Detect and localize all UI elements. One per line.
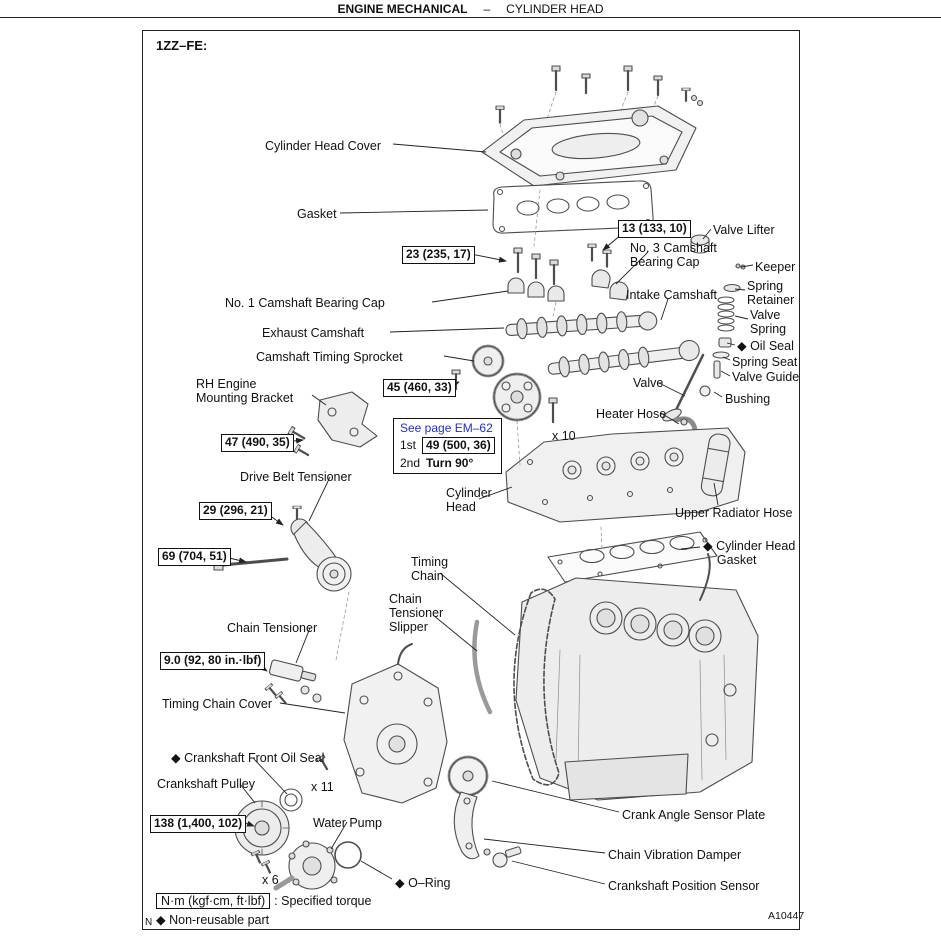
cover-bolts-art — [494, 64, 704, 124]
label-chain-tensioner-slipper: Chain Tensioner Slipper — [389, 592, 444, 634]
label-no3-camshaft-bearing-cap: No. 3 Camshaft Bearing Cap — [630, 241, 717, 269]
torque-chain-tensioner-bolt: 9.0 (92, 80 in.·lbf) — [160, 652, 266, 670]
label-no1-camshaft-bearing-cap: No. 1 Camshaft Bearing Cap — [225, 296, 385, 310]
second-step-label: 2nd — [400, 455, 421, 470]
timing-chain-cover-art — [343, 643, 448, 804]
header-rule — [0, 17, 941, 18]
second-step-torque: Turn 90° — [426, 455, 474, 470]
label-x6: x 6 — [262, 873, 279, 887]
label-upper-radiator-hose: Upper Radiator Hose — [675, 506, 793, 520]
label-timing-chain: Timing Chain — [411, 555, 449, 583]
first-step-torque: 49 (500, 36) — [422, 437, 495, 454]
label-chain-tensioner: Chain Tensioner — [227, 621, 318, 635]
label-cylinder-head: Cylinder Head — [446, 486, 492, 514]
see-page-link[interactable]: See page EM–62 — [400, 421, 493, 435]
label-camshaft-timing-sprocket: Camshaft Timing Sprocket — [256, 350, 403, 364]
label-exhaust-camshaft: Exhaust Camshaft — [262, 326, 365, 340]
torque-camshaft-bearing-cap-bolt: 23 (235, 17) — [402, 246, 475, 264]
header-separator: – — [483, 2, 491, 16]
cylinder-head-cover-art — [481, 105, 697, 187]
label-drive-belt-tensioner: Drive Belt Tensioner — [240, 470, 352, 484]
exhaust-camshaft-art — [505, 311, 658, 340]
cover-gasket-art — [492, 180, 654, 234]
label-heater-hose: Heater Hose — [596, 407, 667, 421]
nonreusable-legend: ◆ Non-reusable part — [156, 913, 270, 927]
page-marker: N — [145, 917, 153, 928]
label-keeper: Keeper — [755, 260, 796, 274]
crankshaft-front-oil-seal-art — [279, 788, 303, 812]
head-gasket-art — [547, 531, 718, 583]
first-step-label: 1st — [400, 438, 417, 453]
water-pump-art — [273, 840, 338, 891]
torque-unit-box: N·m (kgf·cm, ft·lbf) — [156, 893, 271, 909]
label-x10: x 10 — [552, 429, 576, 443]
figure-id: A10447 — [768, 910, 805, 922]
camshaft-bearing-caps-art — [507, 269, 629, 302]
upper-radiator-hose-art — [700, 433, 731, 497]
head-bolt-art — [547, 396, 559, 424]
leader-lines — [220, 143, 754, 885]
label-valve-guide: Valve Guide — [732, 370, 800, 384]
torque-legend: N·m (kgf·cm, ft·lbf) : Specified torque — [156, 893, 371, 909]
label-crankshaft-front-oil-seal: ◆ Crankshaft Front Oil Seal — [171, 751, 325, 765]
label-o-ring: ◆ O–Ring — [395, 876, 451, 890]
label-water-pump: Water Pump — [313, 816, 383, 830]
torque-drive-belt-tensioner-bolt: 29 (296, 21) — [199, 502, 272, 520]
rh-engine-mounting-bracket-art — [286, 391, 378, 460]
label-spring-retainer: Spring Retainer — [747, 279, 795, 307]
label-rh-engine-mounting-bracket: RH Engine Mounting Bracket — [196, 377, 294, 405]
chain-vibration-damper-art — [453, 791, 480, 860]
label-valve-spring: Valve Spring — [750, 308, 787, 336]
torque-crankshaft-pulley-bolt: 138 (1,400, 102) — [150, 815, 247, 833]
engine-block-art — [515, 553, 759, 801]
intake-camshaft-art — [547, 339, 700, 378]
label-valve: Valve — [633, 376, 664, 390]
timing-chain-art — [513, 588, 560, 786]
label-spring-seat: Spring Seat — [732, 355, 798, 369]
torque-meaning: : Specified torque — [274, 894, 372, 908]
label-chain-vibration-damper: Chain Vibration Damper — [608, 848, 742, 862]
label-intake-camshaft: Intake Camshaft — [626, 288, 718, 302]
label-valve-lifter: Valve Lifter — [713, 223, 775, 237]
figure-frame — [142, 30, 800, 930]
cylinder-head-art — [505, 427, 746, 523]
torque-camshaft-sprocket-bolt: 45 (460, 33) — [383, 379, 456, 397]
crank-angle-sensor-plate-art — [447, 755, 489, 797]
camshaft-sprocket-small-art — [471, 344, 505, 378]
o-ring-art — [334, 841, 362, 869]
label-cylinder-head-gasket: ◆ Cylinder Head Gasket — [703, 539, 796, 567]
label-crank-angle-sensor-plate: Crank Angle Sensor Plate — [622, 808, 766, 822]
chain-tensioner-slipper-art — [472, 619, 493, 715]
label-x11: x 11 — [311, 780, 334, 794]
engine-code-title: 1ZZ–FE: — [156, 38, 208, 53]
head-bolt-torque-spec-box: See page EM–62 1st 49 (500, 36) 2nd Turn… — [393, 418, 502, 475]
label-crankshaft-pulley: Crankshaft Pulley — [157, 777, 255, 791]
camshaft-timing-sprocket-art — [492, 372, 542, 422]
drive-belt-tensioner-art — [290, 504, 352, 592]
torque-mounting-bracket-bolt: 47 (490, 35) — [221, 434, 294, 452]
label-bushing: Bushing — [725, 392, 771, 406]
crankshaft-position-sensor-art — [483, 846, 522, 868]
chain-tensioner-art — [268, 659, 317, 682]
label-timing-chain-cover: Timing Chain Cover — [162, 697, 272, 711]
label-cylinder-head-cover: Cylinder Head Cover — [265, 139, 382, 153]
valvetrain-art — [662, 234, 746, 422]
torque-tensioner-pivot-bolt: 69 (704, 51) — [158, 548, 231, 566]
page-header: ENGINE MECHANICAL – CYLINDER HEAD — [0, 2, 941, 18]
label-gasket: Gasket — [297, 207, 337, 221]
label-crankshaft-position-sensor: Crankshaft Position Sensor — [608, 879, 760, 893]
label-valve-oil-seal: ◆ Oil Seal — [737, 339, 794, 353]
torque-no3-bearing-cap-bolt: 13 (133, 10) — [618, 220, 691, 238]
